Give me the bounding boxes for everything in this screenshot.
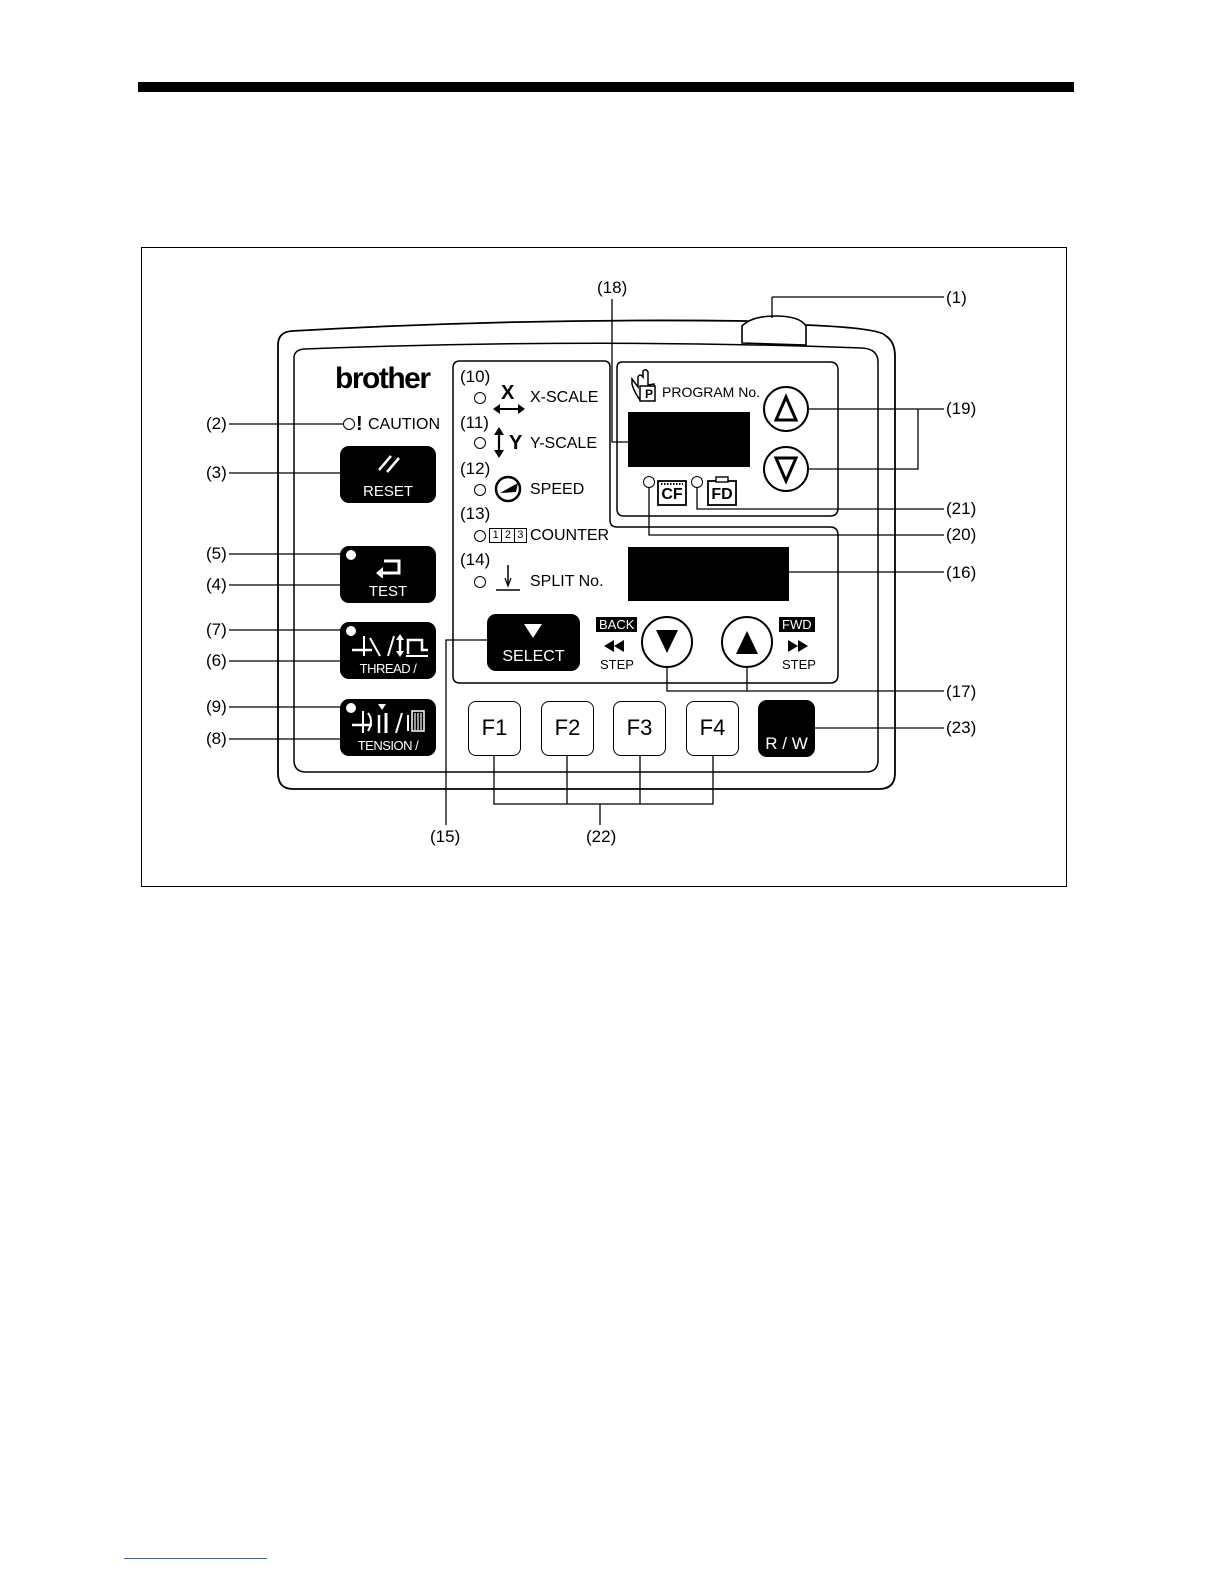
counter-digit-3: 3 — [515, 529, 526, 542]
callout-21: (21) — [946, 500, 976, 518]
fwd-tag: FWD — [779, 617, 815, 632]
split-display — [628, 547, 789, 601]
program-label: PROGRAM No. — [662, 384, 760, 400]
callout-18: (18) — [597, 279, 627, 297]
brand-logo: brother — [335, 362, 430, 396]
callout-8: (8) — [206, 730, 227, 748]
callout-22: (22) — [586, 828, 616, 846]
y-scale-icon: Y — [509, 432, 522, 454]
x-scale-led — [474, 392, 486, 404]
callout-12: (12) — [460, 460, 490, 478]
fd-led — [691, 476, 703, 488]
test-led — [346, 550, 356, 560]
test-button[interactable]: TEST — [340, 546, 436, 603]
program-p-icon: P — [643, 387, 655, 401]
read-write-button[interactable]: R / W — [758, 700, 815, 757]
callout-1: (1) — [946, 289, 967, 307]
fd-icon: FD — [708, 486, 736, 504]
speed-led — [474, 484, 486, 496]
callout-20: (20) — [946, 526, 976, 544]
speed-label: SPEED — [530, 481, 584, 499]
reset-icon — [376, 452, 402, 474]
reset-label: RESET — [340, 483, 436, 500]
callout-6: (6) — [206, 652, 227, 670]
f2-key[interactable]: F2 — [541, 701, 594, 756]
f3-key[interactable]: F3 — [613, 701, 666, 756]
caution-icon: ! — [356, 413, 363, 435]
callout-3: (3) — [206, 464, 227, 482]
thread-clamp-label: THREAD / CLAMP — [340, 661, 436, 691]
program-display — [628, 412, 750, 467]
callout-23: (23) — [946, 719, 976, 737]
split-label: SPLIT No. — [530, 573, 604, 591]
callout-17: (17) — [946, 683, 976, 701]
test-label: TEST — [340, 583, 436, 600]
split-led — [474, 576, 486, 588]
x-scale-label: X-SCALE — [530, 389, 598, 407]
f1-key[interactable]: F1 — [468, 701, 521, 756]
callout-10: (10) — [460, 368, 490, 386]
callout-13: (13) — [460, 505, 490, 523]
callout-7: (7) — [206, 621, 227, 639]
callout-4: (4) — [206, 576, 227, 594]
caution-label: CAUTION — [368, 416, 440, 434]
f4-key[interactable]: F4 — [686, 701, 739, 756]
step-forward-label: STEP — [782, 658, 816, 672]
callout-14: (14) — [460, 551, 490, 569]
select-arrow-icon — [523, 623, 543, 639]
tension-wind-button[interactable]: TENSION / WIND — [340, 699, 436, 756]
callout-9: (9) — [206, 698, 227, 716]
counter-label: COUNTER — [530, 527, 609, 545]
callout-19: (19) — [946, 400, 976, 418]
callout-15: (15) — [430, 828, 460, 846]
y-scale-label: Y-SCALE — [530, 435, 597, 453]
cf-icon: CF — [658, 486, 686, 504]
counter-digit-2: 2 — [502, 529, 513, 542]
reset-button[interactable]: RESET — [340, 446, 436, 503]
counter-digit-1: 1 — [490, 529, 501, 542]
select-label: SELECT — [487, 648, 580, 666]
callout-2: (2) — [206, 415, 227, 433]
read-write-label: R / W — [758, 734, 815, 754]
cf-led — [643, 476, 655, 488]
callout-11: (11) — [460, 414, 489, 432]
y-scale-led — [474, 437, 486, 449]
step-back-label: STEP — [600, 658, 634, 672]
thread-clamp-icon — [350, 632, 430, 658]
back-tag: BACK — [596, 617, 637, 632]
callout-5: (5) — [206, 545, 227, 563]
callout-16: (16) — [946, 564, 976, 582]
tension-wind-label: TENSION / WIND — [340, 738, 436, 768]
tension-wind-icon — [350, 703, 430, 735]
counter-led — [474, 530, 486, 542]
x-scale-icon: X — [501, 383, 514, 403]
select-button[interactable]: SELECT — [487, 614, 580, 671]
counter-icon: 1 2 3 — [489, 528, 527, 543]
test-icon — [374, 556, 404, 578]
caution-led — [343, 418, 355, 430]
thread-clamp-button[interactable]: THREAD / CLAMP — [340, 622, 436, 679]
